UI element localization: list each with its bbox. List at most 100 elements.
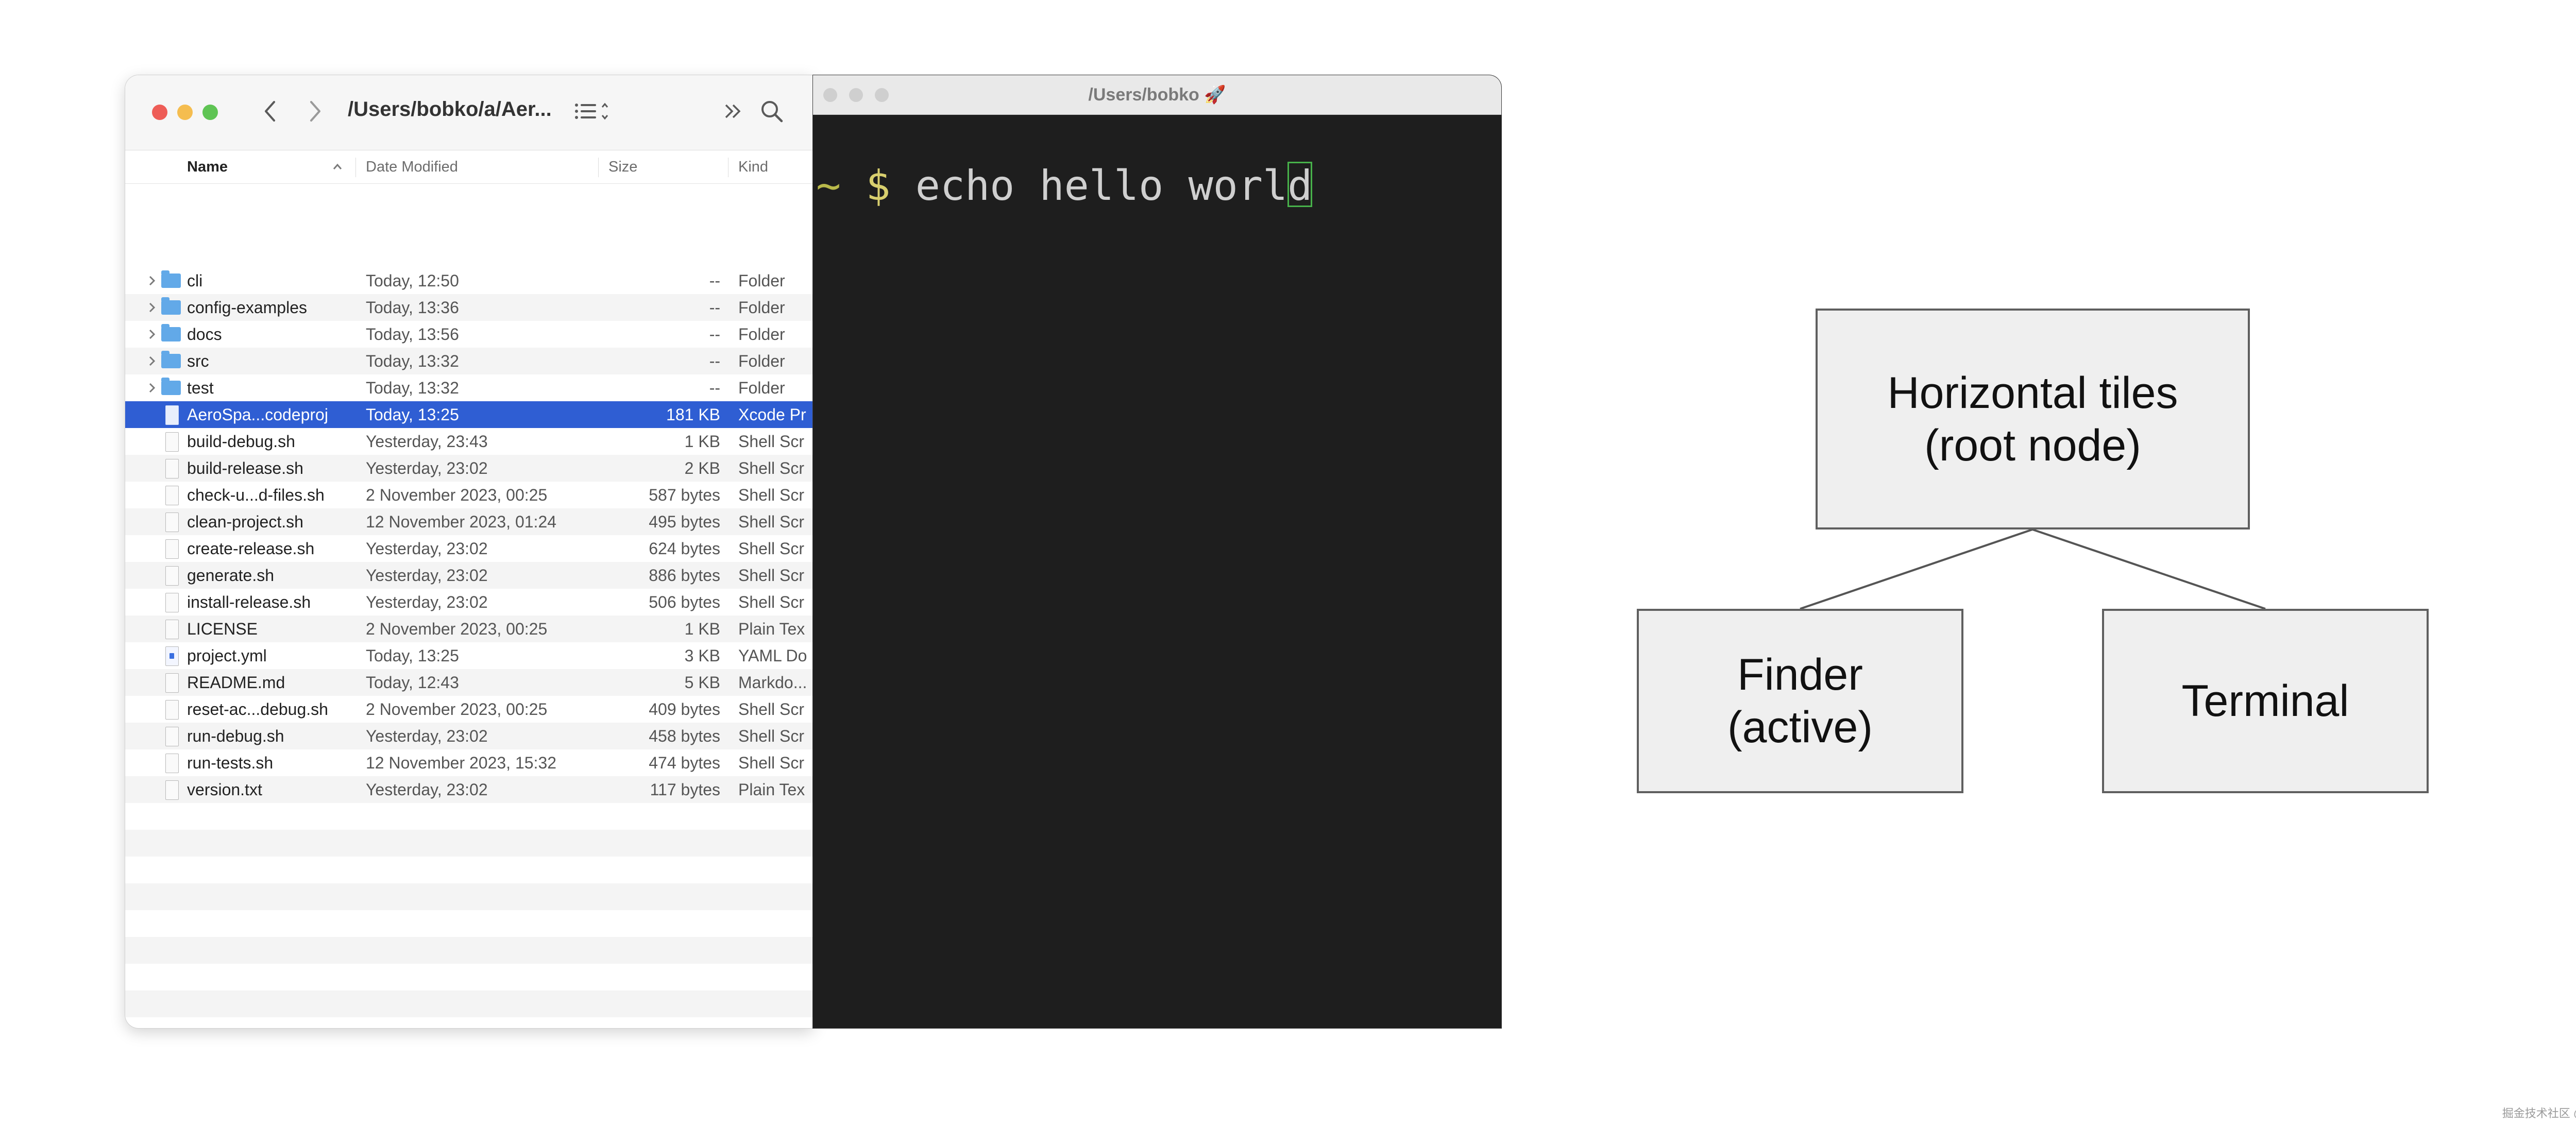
finder-node: Finder (active) <box>1637 609 1963 793</box>
file-name: LICENSE <box>187 620 258 638</box>
disclosure-triangle-icon[interactable] <box>147 348 162 383</box>
close-window-button[interactable] <box>823 88 837 102</box>
zoom-window-button[interactable] <box>875 88 889 102</box>
file-name: cli <box>187 271 203 290</box>
document-icon <box>165 673 179 693</box>
file-name: config-examples <box>187 298 307 317</box>
file-date-modified: Yesterday, 23:02 <box>366 727 488 745</box>
search-icon <box>761 101 783 123</box>
file-size: -- <box>709 271 720 290</box>
document-icon <box>165 486 179 505</box>
prompt-dollar: $ <box>866 162 891 210</box>
finder-node-line1: Finder <box>1737 650 1863 699</box>
file-size: 1 KB <box>684 432 720 451</box>
file-date-modified: Yesterday, 23:43 <box>366 432 488 451</box>
file-size: -- <box>709 325 720 344</box>
command-line[interactable]: ~ $ echo hello world <box>816 162 1313 210</box>
zoom-window-button[interactable] <box>202 105 218 120</box>
empty-row <box>125 910 813 937</box>
column-date-header[interactable]: Date Modified <box>366 159 458 175</box>
list-view-icon <box>575 102 608 120</box>
file-date-modified: Yesterday, 23:02 <box>366 780 488 799</box>
file-kind: Markdo... <box>738 673 807 692</box>
file-kind: Shell Scr <box>738 539 805 558</box>
file-name: reset-ac...debug.sh <box>187 700 328 719</box>
document-icon <box>165 780 179 800</box>
file-size: 181 KB <box>666 405 720 424</box>
file-date-modified: Today, 13:56 <box>366 325 459 344</box>
column-divider[interactable] <box>355 158 356 177</box>
file-date-modified: 12 November 2023, 15:32 <box>366 754 557 772</box>
file-name: version.txt <box>187 780 262 799</box>
finder-node-line2: (active) <box>1727 703 1873 752</box>
terminal-body[interactable]: ~ $ echo hello world <box>813 115 1501 1028</box>
file-date-modified: Today, 13:36 <box>366 298 459 317</box>
minimize-window-button[interactable] <box>177 105 193 120</box>
close-window-button[interactable] <box>152 105 167 120</box>
file-kind: Shell Scr <box>738 727 805 745</box>
file-kind: YAML Do <box>738 646 807 665</box>
file-kind: Shell Scr <box>738 486 805 504</box>
folder-icon <box>161 378 181 395</box>
sort-ascending-icon[interactable] <box>331 150 344 183</box>
file-date-modified: Today, 13:25 <box>366 646 459 665</box>
view-options-button[interactable] <box>573 96 609 127</box>
disclosure-triangle-icon[interactable] <box>147 294 162 330</box>
disclosure-triangle-icon[interactable] <box>147 321 162 356</box>
column-header: Name Date Modified Size Kind <box>125 150 813 184</box>
forward-button[interactable] <box>303 96 329 127</box>
back-button[interactable] <box>257 96 282 127</box>
folder-icon <box>161 351 181 368</box>
file-size: 1 KB <box>684 620 720 638</box>
more-toolbar-items-button[interactable] <box>720 96 746 127</box>
document-icon <box>165 539 179 559</box>
file-date-modified: Today, 12:50 <box>366 271 459 290</box>
folder-icon <box>161 270 181 288</box>
file-size: 5 KB <box>684 673 720 692</box>
file-name: install-release.sh <box>187 593 311 611</box>
file-date-modified: Yesterday, 23:02 <box>366 459 488 477</box>
document-icon <box>165 620 179 639</box>
file-kind: Plain Tex <box>738 780 805 799</box>
column-divider[interactable] <box>598 158 599 177</box>
document-icon <box>165 593 179 612</box>
minimize-window-button[interactable] <box>849 88 863 102</box>
file-kind: Folder <box>738 298 785 317</box>
file-size: -- <box>709 352 720 370</box>
search-button[interactable] <box>756 96 787 127</box>
column-size-header[interactable]: Size <box>608 159 638 175</box>
empty-row <box>125 857 813 883</box>
column-kind-header[interactable]: Kind <box>738 159 769 175</box>
file-name: AeroSpa...codeproj <box>187 405 328 424</box>
column-name-header[interactable]: Name <box>187 159 228 175</box>
file-name: generate.sh <box>187 566 275 585</box>
disclosure-triangle-icon[interactable] <box>147 267 162 303</box>
file-date-modified: Yesterday, 23:02 <box>366 593 488 611</box>
empty-row <box>125 964 813 990</box>
text-cursor <box>1287 162 1313 207</box>
disclosure-triangle-icon[interactable] <box>147 374 162 410</box>
terminal-title: /Users/bobko 🚀 <box>1088 85 1226 105</box>
file-kind: Shell Scr <box>738 593 805 611</box>
file-name: run-debug.sh <box>187 727 284 745</box>
